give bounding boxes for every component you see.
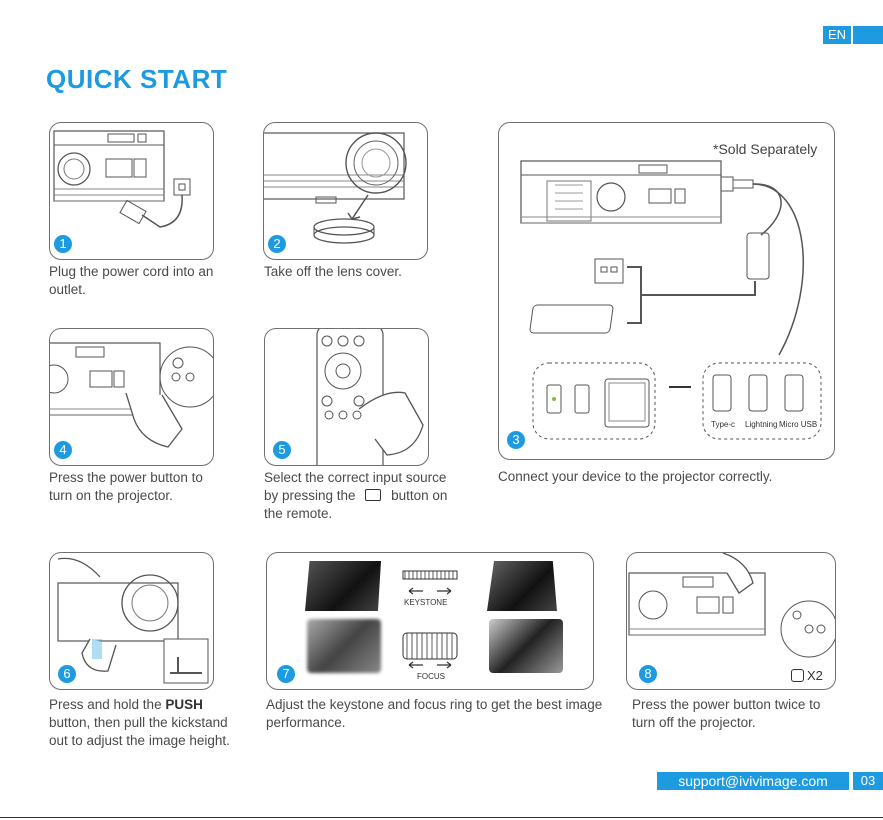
power-off-illustration	[628, 553, 835, 658]
adjust-controls: KEYSTONE FOCUS	[402, 570, 458, 681]
step-number-badge: 5	[273, 441, 291, 459]
projector-rear-illustration	[53, 130, 191, 228]
step-1-panel: 1	[49, 122, 214, 260]
push-label: PUSH	[165, 697, 203, 712]
step-7-caption: Adjust the keystone and focus ring to ge…	[266, 697, 603, 730]
step-number-badge: 1	[54, 235, 72, 253]
power-on-illustration	[50, 342, 213, 448]
focus-label: FOCUS	[417, 672, 445, 681]
step-4-caption: Press the power button to turn on the pr…	[49, 470, 203, 503]
step-number-badge: 7	[277, 665, 295, 683]
step-number-badge: 4	[54, 441, 72, 459]
step-5-caption: Select the correct input source by press…	[264, 470, 448, 521]
step-3-caption: Connect your device to the projector cor…	[498, 469, 773, 484]
step-8-panel: 8 X2	[626, 552, 836, 690]
remote-illustration	[316, 329, 424, 465]
step-number-badge: 6	[58, 665, 76, 683]
step-8-caption: Press the power button twice to turn off…	[632, 697, 821, 730]
step-4-panel: 4	[49, 328, 214, 466]
step-7-panel: KEYSTONE FOCUS 7	[266, 552, 594, 690]
connector-label-microusb: Micro USB	[779, 420, 817, 429]
connector-label-typec: Type-c	[711, 420, 735, 429]
bottom-rule	[0, 817, 883, 818]
step-number-badge: 8	[639, 665, 657, 683]
step-2-caption: Take off the lens cover.	[264, 264, 402, 279]
input-source-icon	[365, 489, 382, 501]
page-number: 03	[853, 772, 883, 790]
step-number-badge: 2	[268, 235, 286, 253]
language-badge: EN	[823, 26, 851, 44]
step-5-panel: 5	[264, 328, 429, 466]
lens-cover-illustration	[264, 132, 407, 244]
step-6-panel: 6	[49, 552, 214, 690]
keystone-before-image	[305, 561, 381, 611]
connector-label-lightning: Lightning	[745, 420, 777, 429]
language-bar	[853, 26, 883, 44]
keystone-after-image	[487, 561, 557, 611]
keystone-label: KEYSTONE	[404, 598, 447, 607]
kickstand-illustration	[57, 557, 209, 684]
sold-separately-note: *Sold Separately	[713, 141, 818, 157]
support-email[interactable]: support@ivivimage.com	[657, 772, 849, 790]
power-icon	[791, 669, 804, 682]
step-6-caption: Press and hold the PUSH button, then pul…	[49, 697, 230, 748]
step-number-badge: 3	[507, 431, 525, 449]
page-title: QUICK START	[46, 64, 228, 94]
step-2-panel: 2	[263, 122, 428, 260]
focus-blurred-image	[307, 619, 381, 673]
focus-sharp-image	[489, 619, 563, 673]
step-1-caption: Plug the power cord into an outlet.	[49, 264, 214, 297]
device-connection-illustration: Type-c Lightning Micro USB	[520, 160, 822, 440]
step-3-panel: Type-c Lightning Micro USB *Sold Separat…	[498, 122, 835, 460]
multiplier-label: X2	[807, 668, 823, 683]
